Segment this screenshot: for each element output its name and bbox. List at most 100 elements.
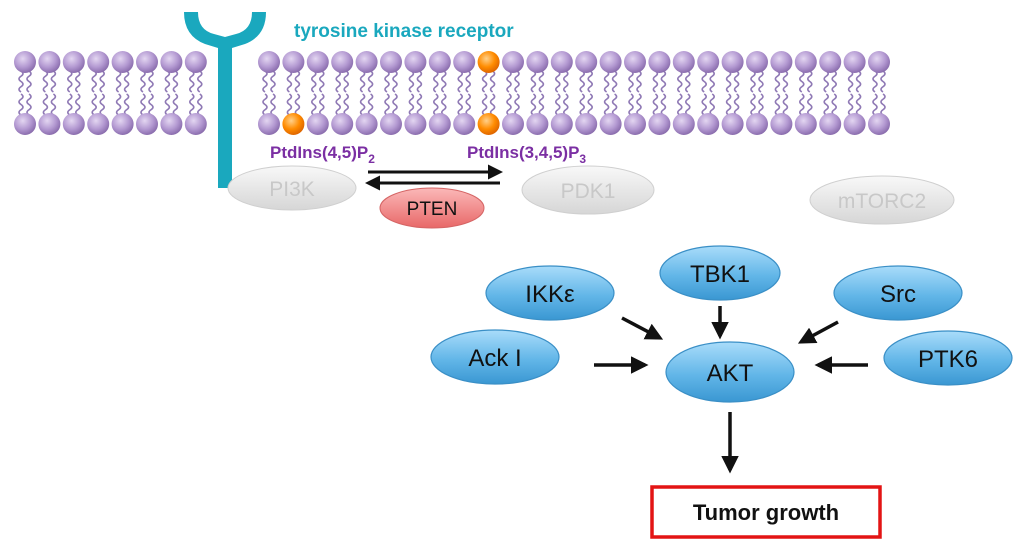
receptor-label: tyrosine kinase receptor bbox=[294, 21, 514, 42]
ack1-node: Ack I bbox=[430, 329, 560, 385]
lipid-tail bbox=[359, 93, 366, 116]
lipid-head bbox=[62, 51, 85, 73]
lipid-head bbox=[380, 113, 402, 135]
lipid-tail bbox=[677, 70, 683, 93]
lipid-tail bbox=[855, 70, 862, 93]
lipid-head bbox=[111, 51, 134, 73]
lipid-tail bbox=[725, 70, 732, 93]
lipid-tail bbox=[611, 93, 618, 116]
lipid-head bbox=[550, 51, 573, 73]
lipid-tail bbox=[433, 70, 439, 93]
phosphate-head bbox=[477, 113, 500, 135]
lipid-tail bbox=[262, 93, 268, 116]
lipid-head bbox=[746, 113, 768, 135]
lipid-tail bbox=[872, 93, 878, 116]
lipid-tail bbox=[99, 93, 105, 116]
lipid-head bbox=[453, 113, 476, 135]
lipid-head bbox=[184, 113, 207, 135]
lipid-head bbox=[14, 113, 36, 135]
lipid-tail bbox=[115, 93, 122, 116]
lipid-head bbox=[258, 113, 280, 135]
lipid-head bbox=[599, 113, 622, 135]
pip3-label-base: PtdIns(3,4,5)P bbox=[467, 143, 579, 162]
lipid-tail bbox=[123, 93, 130, 116]
ptk6-node: PTK6 bbox=[883, 330, 1013, 386]
tumor-growth-box: Tumor growth bbox=[650, 485, 882, 539]
lipid-tail bbox=[530, 93, 537, 116]
lipid-tail bbox=[489, 93, 496, 116]
lipid-head bbox=[697, 51, 720, 73]
lipid-tail bbox=[172, 70, 179, 93]
lipid-tail bbox=[847, 70, 854, 93]
lipid-tail bbox=[164, 70, 171, 93]
lipid-head bbox=[136, 51, 158, 73]
lipid-tail bbox=[148, 93, 154, 116]
lipid-tail bbox=[164, 93, 171, 116]
lipid-head bbox=[38, 113, 61, 135]
lipid-tail bbox=[99, 70, 105, 93]
lipid-tail bbox=[286, 70, 293, 93]
lipid-tail bbox=[140, 93, 146, 116]
phosphate-head bbox=[282, 113, 305, 135]
lipid-head bbox=[672, 51, 695, 73]
lipid-head bbox=[794, 113, 817, 135]
lipid-tail bbox=[75, 93, 81, 116]
lipid-tail bbox=[628, 93, 634, 116]
lipid-head bbox=[868, 51, 890, 73]
lipid-head bbox=[770, 113, 793, 135]
lipid-tail bbox=[197, 70, 203, 93]
lipid-head bbox=[404, 113, 427, 135]
lipid-tail bbox=[636, 93, 642, 116]
pip2-label: PtdIns(4,5)P2 bbox=[270, 143, 375, 166]
tbk1-label: TBK1 bbox=[690, 261, 750, 288]
lipid-head bbox=[526, 51, 549, 73]
lipid-tail bbox=[855, 93, 862, 116]
lipid-tail bbox=[579, 70, 585, 93]
lipid-tail bbox=[880, 93, 886, 116]
lipid-tail bbox=[685, 93, 691, 116]
lipid-tail bbox=[408, 70, 415, 93]
lipid-tail bbox=[758, 70, 764, 93]
lipid-head bbox=[575, 51, 598, 73]
lipid-head bbox=[380, 51, 402, 73]
lipid-tail bbox=[506, 70, 512, 93]
lipid-tail bbox=[628, 70, 634, 93]
lipid-tail bbox=[416, 70, 423, 93]
lipid-tail bbox=[652, 93, 659, 116]
lipid-tail bbox=[384, 70, 390, 93]
akt-node: AKT bbox=[665, 341, 795, 403]
lipid-tail bbox=[603, 93, 610, 116]
lipid-tail bbox=[335, 93, 341, 116]
pip2-label-base: PtdIns(4,5)P bbox=[270, 143, 368, 162]
pi3k-node: PI3K bbox=[227, 165, 357, 211]
lipid-tail bbox=[359, 70, 366, 93]
lipid-tail bbox=[514, 93, 520, 116]
receptor-icon bbox=[184, 12, 266, 188]
lipid-tail bbox=[538, 93, 545, 116]
lipid-tail bbox=[555, 93, 561, 116]
phosphate-head bbox=[477, 51, 500, 73]
lipid-tail bbox=[563, 70, 569, 93]
lipid-tail bbox=[677, 93, 683, 116]
lipid-tail bbox=[579, 93, 585, 116]
lipid-tail bbox=[367, 93, 374, 116]
lipid-head bbox=[306, 51, 329, 73]
pip3-label: PtdIns(3,4,5)P3 bbox=[467, 143, 586, 166]
lipid-head bbox=[331, 113, 354, 135]
lipid-tail bbox=[172, 93, 179, 116]
tumor-growth-label: Tumor growth bbox=[693, 500, 839, 525]
lipid-head bbox=[502, 113, 524, 135]
lipid-head bbox=[428, 113, 451, 135]
lipid-tail bbox=[392, 93, 398, 116]
lipid-head bbox=[819, 51, 842, 73]
lipid-tail bbox=[270, 70, 276, 93]
lipid-tail bbox=[457, 70, 463, 93]
lipid-tail bbox=[750, 70, 756, 93]
lipid-tail bbox=[189, 93, 195, 116]
lipid-tail bbox=[123, 70, 130, 93]
lipid-head bbox=[648, 113, 671, 135]
lipid-head bbox=[428, 51, 451, 73]
lipid-tail bbox=[140, 70, 146, 93]
lipid-tail bbox=[733, 70, 740, 93]
